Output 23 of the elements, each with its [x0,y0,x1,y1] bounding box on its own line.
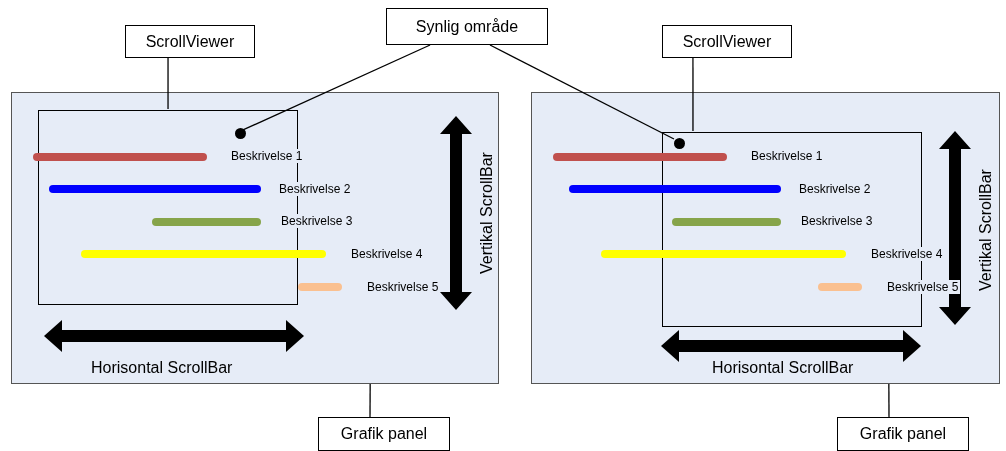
item-label: Beskrivelse 4 [349,247,425,261]
item-label: Beskrivelse 5 [365,280,441,294]
leader-line [167,57,169,110]
item-label: Beskrivelse 1 [229,149,305,163]
leader-line [888,383,890,418]
label-box: Synlig område [386,8,548,45]
item-label: Beskrivelse 3 [799,214,875,228]
item-label: Beskrivelse 1 [749,149,825,163]
item-label: Beskrivelse 4 [869,247,945,261]
leader-line [489,44,675,140]
leader-line [369,383,371,418]
label-box: ScrollViewer [662,25,792,58]
item-label: Beskrivelse 2 [797,182,873,196]
leader-line [692,57,694,132]
anchor-dot [674,138,685,149]
item-label: Beskrivelse 3 [279,214,355,228]
leader-line [242,44,431,131]
label-box: Grafik panel [837,417,969,451]
anchor-dot [235,128,246,139]
item-label: Beskrivelse 2 [277,182,353,196]
label-box: ScrollViewer [125,25,255,58]
label-box: Grafik panel [318,417,450,451]
item-label: Beskrivelse 5 [885,280,961,294]
